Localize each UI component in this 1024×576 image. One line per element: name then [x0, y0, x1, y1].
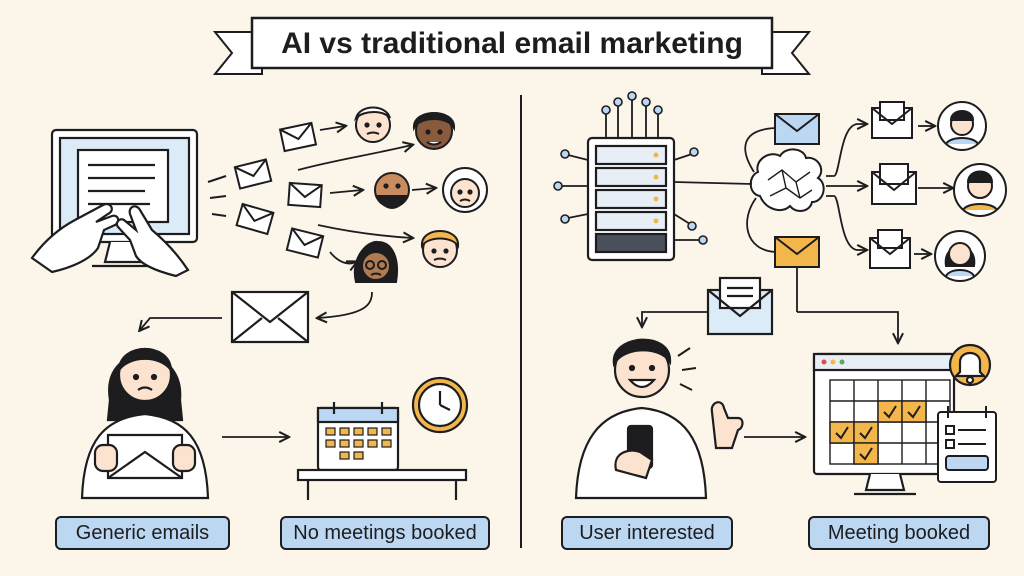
server-rack-icon [586, 136, 676, 262]
bell-icon [948, 343, 992, 387]
checklist-icon [937, 406, 997, 483]
open-envelope-icon [871, 163, 917, 205]
sad-woman-icon [80, 347, 210, 500]
open-envelope-icon [706, 276, 774, 336]
person-face-icon [420, 230, 460, 268]
happy-person-icon [934, 230, 986, 282]
brain-links [673, 127, 776, 253]
page-title: AI vs traditional email marketing [281, 27, 743, 60]
ai-brain-icon [749, 148, 825, 212]
person-face-icon [353, 106, 391, 143]
clock-icon [411, 376, 469, 434]
title-banner: AI vs traditional email marketing [212, 16, 812, 75]
label-meeting-booked: Meeting booked [808, 516, 990, 550]
happy-person-icon [937, 101, 987, 151]
email-envelope-icon [774, 236, 820, 268]
person-face-icon [412, 112, 456, 150]
email-envelope-icon [774, 113, 820, 145]
personalized-arrows [826, 124, 952, 254]
calendar-icon [316, 402, 400, 472]
booking-monitor-icon [812, 352, 956, 496]
desk [296, 468, 468, 500]
return-arrows [140, 291, 373, 330]
spam-arrows [297, 126, 435, 264]
person-face-icon [442, 167, 488, 213]
excitement-lines [677, 347, 697, 391]
motion-dashes [207, 175, 227, 217]
happy-person-icon [953, 163, 1007, 217]
flow-connectors [642, 268, 898, 342]
person-face-icon [374, 172, 410, 209]
label-user-interested: User interested [561, 516, 733, 550]
interested-user-icon [574, 338, 744, 500]
label-generic-emails: Generic emails [55, 516, 230, 550]
typing-hands-icon [30, 202, 190, 278]
server-connectors [562, 98, 700, 241]
person-face-icon [353, 240, 398, 283]
large-envelope-icon [230, 290, 310, 344]
open-envelope-icon [869, 229, 911, 269]
open-envelope-icon [871, 101, 913, 139]
label-no-meetings: No meetings booked [280, 516, 490, 550]
spam-envelopes [233, 121, 325, 259]
connector-nodes [553, 91, 708, 245]
